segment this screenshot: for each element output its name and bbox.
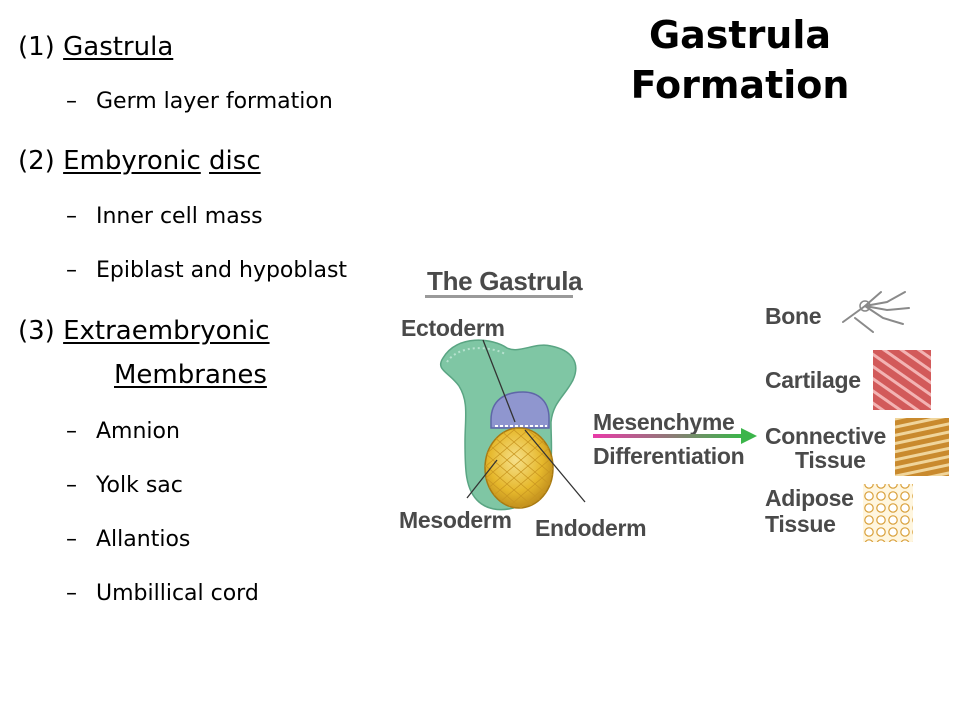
bullet-dash: – <box>66 527 77 552</box>
list-item-text: Amnion <box>96 419 180 444</box>
label-mesoderm: Mesoderm <box>399 507 512 533</box>
list-item: –Allantios <box>66 526 190 554</box>
label-ectoderm: Ectoderm <box>401 315 505 341</box>
bullet-dash: – <box>66 419 77 444</box>
slide-title-line2: Formation <box>630 63 850 107</box>
gastrula-diagram: The Gastrula Ectoderm Mesoderm Endoderm … <box>399 266 949 542</box>
tissue-label-connective: Connective <box>765 423 886 449</box>
section-heading-line1: Extraembryonic <box>63 316 270 346</box>
list-item: –Yolk sac <box>66 472 183 500</box>
mesoderm-pointer-line <box>466 459 498 499</box>
bone-image <box>835 278 919 340</box>
bullet-dash: – <box>66 89 77 114</box>
section-heading-line2: Membranes <box>114 360 267 390</box>
list-item-text: Umbillical cord <box>96 581 259 606</box>
bullet-dash: – <box>66 204 77 229</box>
endoderm-pointer-line <box>524 429 586 503</box>
list-item: –Inner cell mass <box>66 203 263 231</box>
tissue-label-adipose-tissue: Tissue <box>765 511 836 537</box>
list-item: –Germ layer formation <box>66 88 333 116</box>
arrow-head <box>741 428 757 444</box>
section-heading-word1: Embyronic <box>63 146 201 176</box>
arrow-label-differentiation: Differentiation <box>593 443 744 469</box>
tissue-label-connective-tissue: Tissue <box>795 447 866 473</box>
list-item-text: Allantios <box>96 527 191 552</box>
tissue-label-adipose: Adipose <box>765 485 854 511</box>
bullet-dash: – <box>66 473 77 498</box>
tissue-label-bone: Bone <box>765 303 821 329</box>
section-heading-text: Gastrula <box>63 32 174 62</box>
cartilage-image <box>873 350 931 410</box>
section-heading-embryonic-disc: (2) Embyronic disc <box>18 146 261 176</box>
adipose-tissue-image <box>863 484 913 542</box>
bullet-dash: – <box>66 258 77 283</box>
ectoderm-pointer-line <box>482 339 516 423</box>
list-item-text: Epiblast and hypoblast <box>96 258 348 283</box>
list-item: –Epiblast and hypoblast <box>66 257 347 285</box>
tissue-label-cartilage: Cartilage <box>765 367 861 393</box>
diagram-title-underline <box>425 295 573 298</box>
list-item: –Umbillical cord <box>66 580 259 608</box>
list-item: –Amnion <box>66 418 180 446</box>
section-heading-gastrula: (1) Gastrula <box>18 32 173 62</box>
list-item-text: Yolk sac <box>96 473 183 498</box>
label-endoderm: Endoderm <box>535 515 646 541</box>
section-heading-word2: disc <box>209 146 261 176</box>
differentiation-arrow <box>593 434 741 438</box>
section-number: (3) <box>18 316 55 346</box>
bullet-dash: – <box>66 581 77 606</box>
embryo-illustration <box>439 339 577 511</box>
slide-title-line1: Gastrula <box>648 13 832 57</box>
list-item-text: Germ layer formation <box>96 89 333 114</box>
arrow-label-mesenchyme: Mesenchyme <box>593 409 734 435</box>
connective-tissue-image <box>895 418 949 476</box>
slide-title: Gastrula Formation <box>600 10 880 110</box>
section-heading-membranes: Membranes <box>114 360 267 390</box>
section-number: (1) <box>18 32 55 62</box>
section-number: (2) <box>18 146 55 176</box>
diagram-title: The Gastrula <box>427 266 583 296</box>
list-item-text: Inner cell mass <box>96 204 263 229</box>
section-heading-extraembryonic: (3) Extraembryonic <box>18 316 270 346</box>
